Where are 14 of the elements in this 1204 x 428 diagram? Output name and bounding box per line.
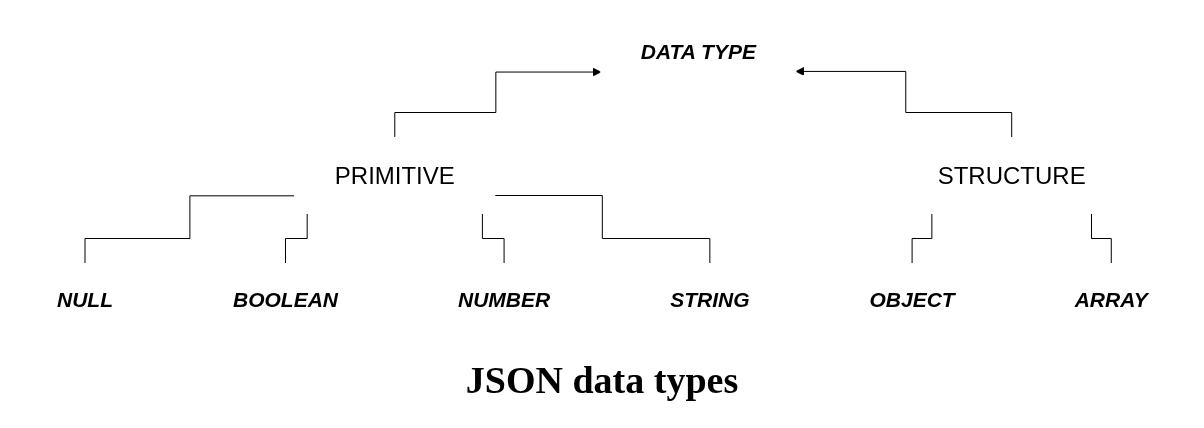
node-text: STRING [669, 287, 750, 310]
node-text: ARRAY [1074, 287, 1148, 310]
node-text: OBJECT [869, 287, 955, 310]
node-text: NUMBER [457, 287, 550, 310]
node-text: BOOLEAN [232, 287, 338, 310]
connector [84, 194, 295, 264]
node-text: STRUCTURE [937, 161, 1086, 188]
arrow [795, 66, 1012, 138]
arrow [393, 67, 601, 138]
node-text: DATA TYPE [640, 39, 756, 63]
connector [493, 194, 710, 264]
caption: JSON data types [464, 358, 740, 402]
node-text: NULL [56, 287, 113, 310]
node-text: PRIMITIVE [334, 161, 455, 188]
